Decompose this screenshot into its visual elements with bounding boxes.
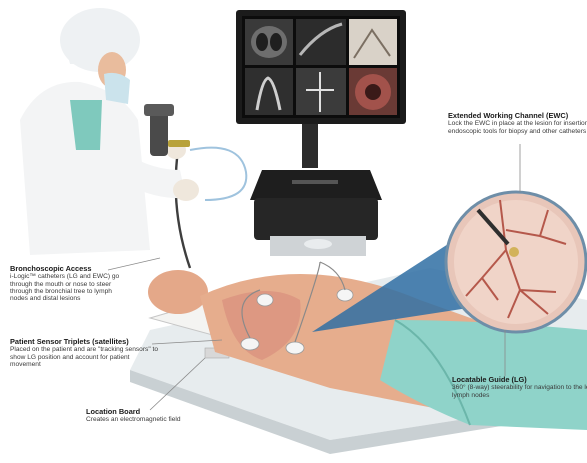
bronchoscope-cable xyxy=(176,150,190,268)
callout-location-board: Location Board Creates an electromagneti… xyxy=(86,408,226,424)
navigation-cart xyxy=(250,118,382,256)
callout-body: Creates an electromagnetic field xyxy=(86,416,226,423)
callout-bronchoscopic-access: Bronchoscopic Access i-Logic™ catheters … xyxy=(10,265,128,303)
callout-locatable-guide: Locatable Guide (LG) 360° (8-way) steera… xyxy=(452,376,587,399)
callout-body: 360° (8-way) steerability for navigation… xyxy=(452,384,587,399)
callout-extended-working-channel: Extended Working Channel (EWC) Lock the … xyxy=(448,112,587,135)
callout-body: i-Logic™ catheters (LG and EWC) go throu… xyxy=(10,273,128,303)
callout-title: Bronchoscopic Access xyxy=(10,265,128,273)
callout-body: Lock the EWC in place at the lesion for … xyxy=(448,120,587,135)
callout-body: Placed on the patient and are "tracking … xyxy=(10,346,160,368)
clinician xyxy=(20,8,199,255)
callout-title: Patient Sensor Triplets (satellites) xyxy=(10,338,160,346)
callout-patient-sensor-triplets: Patient Sensor Triplets (satellites) Pla… xyxy=(10,338,160,368)
callout-title: Location Board xyxy=(86,408,226,416)
monitor xyxy=(236,10,406,124)
callout-title: Extended Working Channel (EWC) xyxy=(448,112,587,120)
